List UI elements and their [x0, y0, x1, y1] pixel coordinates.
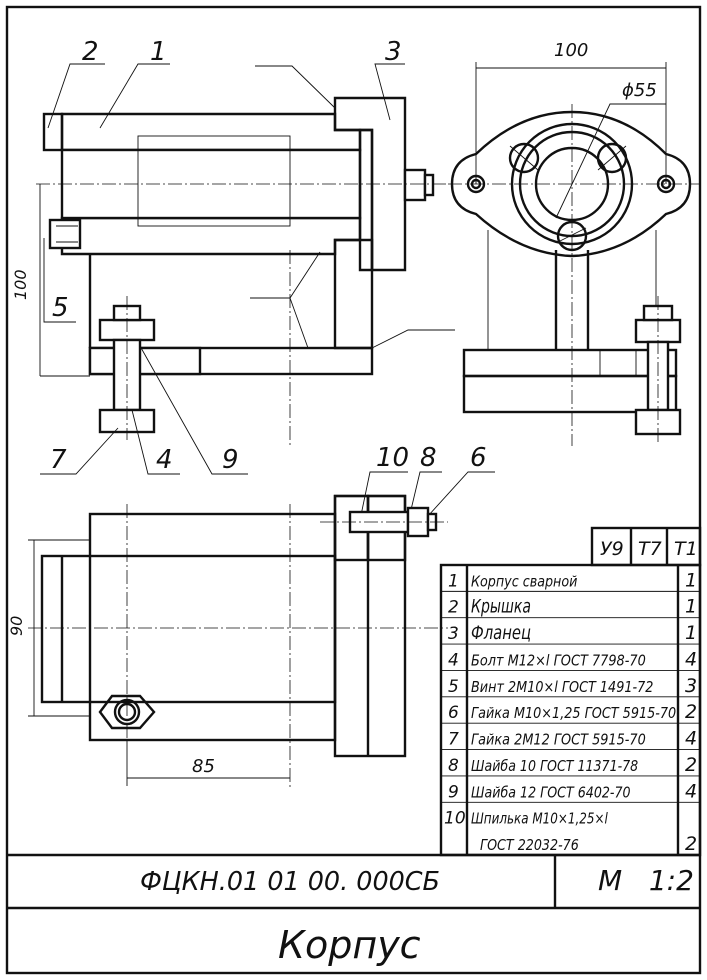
table-row-name: Шпилька М10×1,25×l: [471, 810, 608, 828]
table-row-name: Гайка М10×1,25 ГОСТ 5915-70: [471, 704, 676, 722]
table-row-qty: 2: [685, 833, 697, 855]
table-row-qty: 1: [685, 622, 697, 644]
drawing-frame: [5, 5, 702, 975]
dim-height-left: 100: [11, 269, 30, 300]
callout-8: 8: [420, 443, 437, 473]
drawing-name: Корпус: [278, 923, 421, 967]
callout-9: 9: [222, 445, 239, 475]
table-row-qty: 1: [685, 596, 697, 618]
table-header-0: У9: [600, 538, 624, 560]
table-row-name: ГОСТ 22032-76: [480, 836, 579, 854]
table-row-num: 10: [444, 809, 466, 829]
table-row-name: Корпус сварной: [471, 572, 578, 590]
table-row-name: Винт 2М10×l ГОСТ 1491-72: [471, 678, 653, 696]
cover-part: [42, 112, 64, 152]
scale-text: М 1:2: [598, 864, 694, 897]
table-row-qty: 3: [685, 675, 697, 697]
table-row-name: Крышка: [471, 596, 531, 618]
callout-7: 7: [50, 445, 67, 475]
table-row-qty: 2: [685, 701, 697, 723]
table-row-name: Шайба 12 ГОСТ 6402-70: [471, 783, 631, 801]
table-row-num: 4: [448, 650, 459, 670]
callout-4: 4: [156, 445, 173, 475]
callout-2: 2: [82, 37, 99, 67]
table-row-name: Фланец: [471, 622, 531, 644]
table-row-name: Болт М12×l ГОСТ 7798-70: [471, 651, 646, 669]
table-row-name: Гайка 2М12 ГОСТ 5915-70: [471, 731, 646, 749]
table-row-num: 7: [448, 730, 459, 750]
table-header-1: Т7: [638, 538, 662, 560]
table-row-num: 1: [448, 571, 459, 591]
side-view: 100 ϕ55: [448, 40, 700, 446]
table-row-num: 5: [448, 677, 459, 697]
table-row-qty: 4: [685, 780, 697, 802]
table-row-num: 9: [448, 782, 459, 802]
spec-table: У9 Т7 Т1 1 Корпус сварной 1 2 Крышка 1 3 Фланец…: [439, 526, 702, 857]
dim-height-plan: 90: [7, 616, 26, 636]
table-row-num: 6: [448, 703, 459, 723]
callout-5: 5: [52, 293, 69, 323]
table-row-num: 2: [448, 598, 459, 618]
callouts: 2 1 3 5 7 4 9 10 8 6: [40, 37, 495, 521]
body-tube: [60, 112, 362, 152]
callout-6: 6: [470, 443, 487, 473]
table-row-qty: 1: [685, 569, 697, 591]
title-block: ФЦКН.01 01 00. 000СБ М 1:2 Корпус: [7, 853, 700, 967]
plan-view: 90 85: [7, 494, 448, 790]
callout-10: 10: [376, 443, 409, 473]
table-row-qty: 4: [685, 728, 697, 750]
designation-text: ФЦКН.01 01 00. 000СБ: [140, 867, 440, 897]
callout-1: 1: [150, 37, 167, 67]
table-row-name: Шайба 10 ГОСТ 11371-78: [471, 757, 638, 775]
callout-3: 3: [385, 37, 402, 67]
dim-diameter: ϕ55: [622, 80, 657, 101]
flange-outline: [450, 110, 692, 258]
dim-length-plan: 85: [192, 756, 215, 777]
table-header-2: Т1: [674, 538, 698, 560]
front-view: 100: [11, 65, 455, 446]
table-row-qty: 4: [685, 648, 697, 670]
table-row-num: 8: [448, 756, 459, 776]
dim-width-top: 100: [554, 40, 588, 61]
table-row-qty: 2: [685, 754, 697, 776]
table-row-num: 3: [448, 624, 459, 644]
